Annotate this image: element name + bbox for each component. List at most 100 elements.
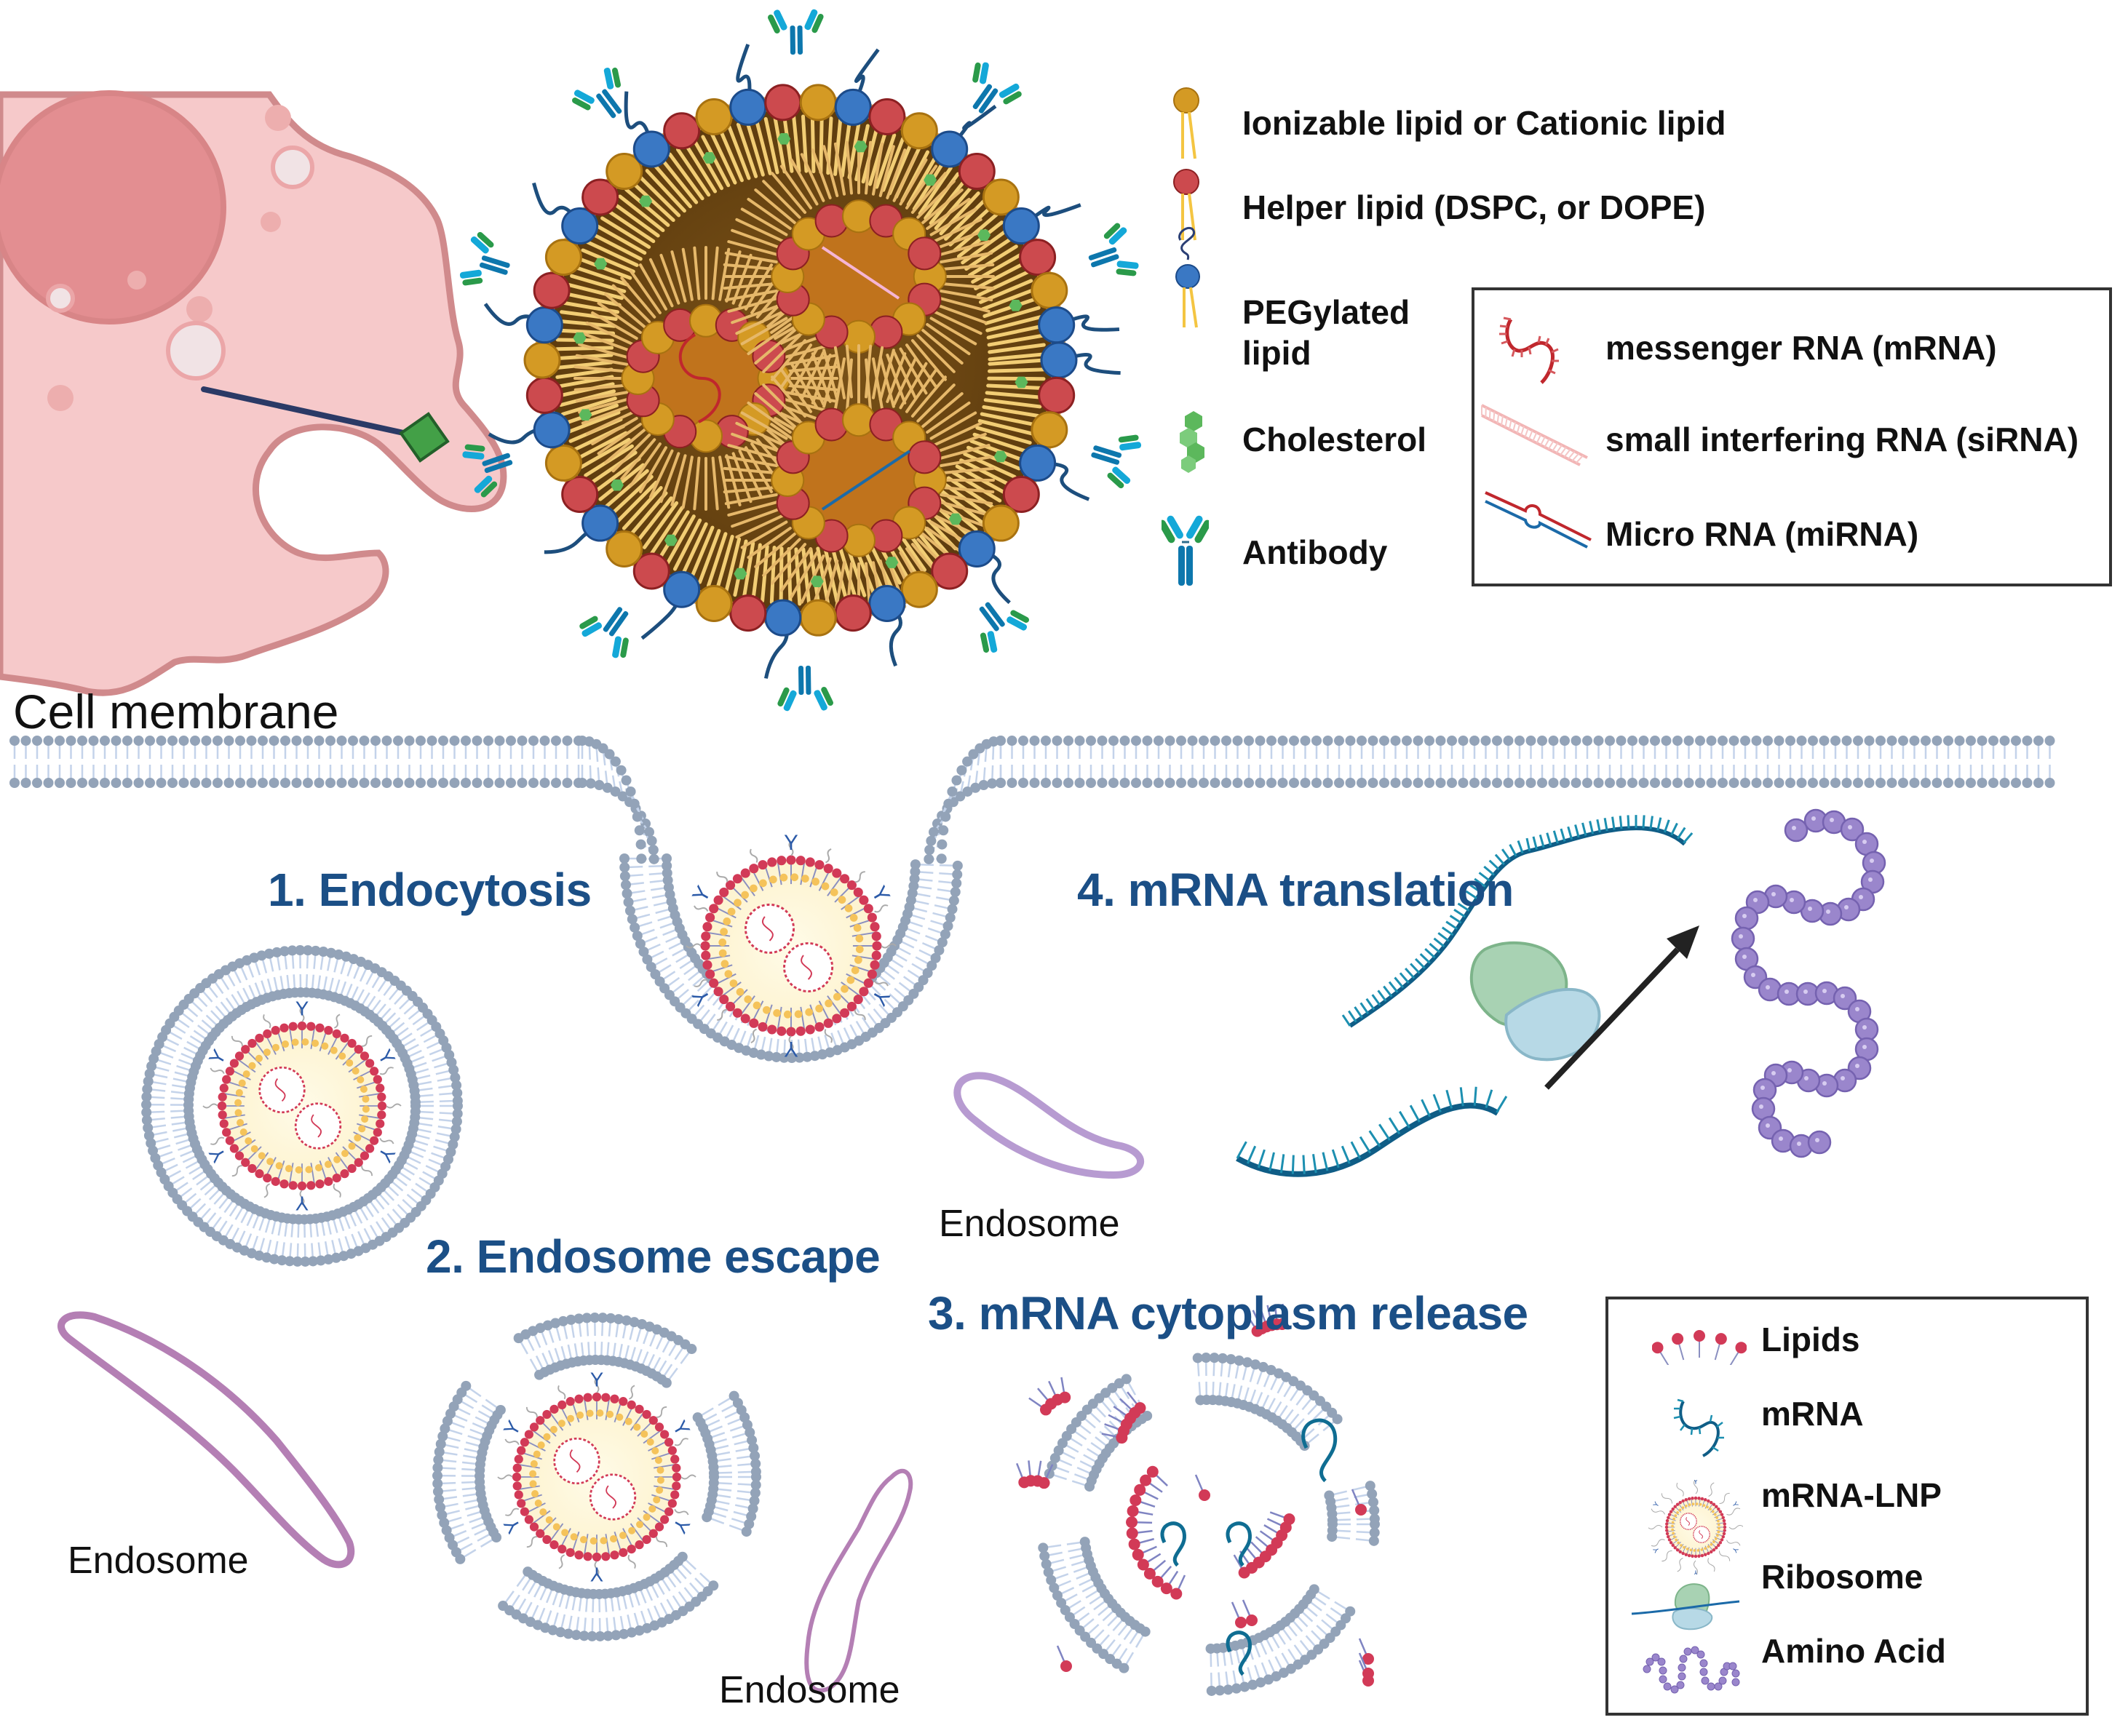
- lipid-head: [517, 1446, 526, 1455]
- membrane-lipid-head: [1322, 778, 1333, 788]
- cholesterol: [664, 534, 678, 546]
- membrane-lipid-head: [1492, 736, 1502, 746]
- lipid-head: [225, 1136, 235, 1145]
- membrane-lipid-head: [1413, 778, 1424, 788]
- lipid-head: [1665, 1532, 1670, 1536]
- mirna-icon: [1485, 491, 1592, 549]
- membrane-lipid-head: [948, 895, 959, 906]
- amino-acid-bead: [1699, 1659, 1708, 1668]
- peg-chain: [525, 1406, 538, 1418]
- membrane-lipid-head: [1447, 778, 1457, 788]
- surface-antibody: [572, 67, 622, 119]
- amino-acid-bead: [1645, 1657, 1654, 1666]
- membrane-lipid-head: [167, 736, 178, 746]
- amino-acid-bead: [1731, 1678, 1740, 1687]
- membrane-lipid-head: [55, 736, 65, 746]
- lipid-head: [732, 874, 742, 884]
- lipid-head: [1671, 1507, 1675, 1511]
- membrane-lipid-head: [638, 947, 649, 957]
- membrane-lipid-head: [404, 736, 415, 746]
- membrane-lipid-head: [1007, 778, 1017, 788]
- membrane-lipid-head: [1886, 736, 1897, 746]
- lipid-head: [229, 1059, 239, 1068]
- mrna-base: [1581, 822, 1587, 836]
- mrna-base: [1488, 859, 1500, 871]
- lipid-head: [557, 1400, 567, 1410]
- cell-nucleus: [0, 90, 226, 324]
- amino-acid-bead: [1854, 1017, 1879, 1042]
- membrane-lipid-head: [32, 778, 42, 788]
- membrane-lipid-head: [1785, 736, 1795, 746]
- lipid-head: [1715, 1505, 1718, 1508]
- lipid-head: [565, 1397, 575, 1406]
- membrane-lipid-head: [416, 736, 426, 746]
- peg-chain: [1726, 1540, 1741, 1546]
- membrane-lipid-head: [926, 960, 937, 971]
- membrane-lipid-head: [291, 778, 302, 788]
- legend-label-mrna: mRNA: [1761, 1395, 1864, 1433]
- membrane-lipid-head: [295, 945, 306, 956]
- lipid-head: [1665, 1518, 1670, 1523]
- lipid-head: [660, 1430, 670, 1439]
- mrna-base: [1485, 1089, 1493, 1109]
- mrna-base: [1269, 1152, 1275, 1171]
- membrane-lipid-head: [433, 1454, 444, 1465]
- membrane-lipid-head: [970, 782, 981, 793]
- lipid-head: [1715, 1546, 1718, 1550]
- lipid-head: [373, 1128, 382, 1137]
- membrane-lipid-head: [146, 1138, 156, 1149]
- membrane-lipid-head: [437, 1510, 448, 1521]
- membrane-lipid-head: [269, 1254, 279, 1265]
- membrane-lipid-head: [1266, 778, 1277, 788]
- amino-acid-bead: [1678, 1672, 1686, 1681]
- lipid-head: [542, 1534, 552, 1545]
- peg-chain: [386, 1103, 402, 1109]
- helper-lipid-head: [958, 153, 996, 191]
- lipid-head: [1723, 1525, 1727, 1529]
- membrane-lipid-head: [952, 869, 963, 880]
- antibody-glyph: Y: [784, 831, 798, 855]
- mrna-base: [1596, 819, 1601, 833]
- lipid-head: [713, 987, 723, 997]
- lipid-head: [1669, 1510, 1673, 1513]
- membrane-lipid-head: [1119, 736, 1130, 746]
- lipid-head: [672, 1472, 682, 1482]
- membrane-lipid-head: [924, 853, 934, 864]
- peg-chain: [1726, 1508, 1741, 1516]
- legend-label-cholesterol: Cholesterol: [1242, 421, 1427, 458]
- amino-acid-bead: [1833, 986, 1857, 1011]
- mrna-base: [1354, 1006, 1363, 1019]
- sirna-cargo: [821, 246, 900, 300]
- membrane-lipid-head: [9, 778, 20, 788]
- membrane-lipid-head: [156, 736, 167, 746]
- lipid-head: [340, 1033, 349, 1043]
- released-lipid: [1134, 1484, 1146, 1496]
- helper-lipid-icon: [1173, 169, 1199, 241]
- lipid-head: [354, 1045, 363, 1054]
- membrane-lipid-head: [1266, 736, 1277, 746]
- lipid-head: [288, 1022, 298, 1031]
- membrane-lipid-head: [1977, 736, 1988, 746]
- membrane-lipid-head: [1582, 736, 1592, 746]
- cholesterol: [993, 450, 1007, 463]
- mrna-base: [1461, 896, 1474, 906]
- lipid-head: [719, 887, 729, 897]
- vesicle: [186, 296, 213, 322]
- amino-acid-bead: [1657, 1657, 1666, 1666]
- membrane-lipid-head: [634, 825, 645, 836]
- membrane-lipid-head: [1018, 778, 1028, 788]
- membrane-lipid-head: [1841, 736, 1852, 746]
- membrane-lipid-head: [359, 736, 370, 746]
- membrane-lipid-head: [235, 736, 245, 746]
- lipid-head: [1712, 1548, 1716, 1552]
- membrane-lipid-head: [747, 1503, 758, 1514]
- ionizable-lipid-head: [544, 239, 582, 276]
- membrane-lipid-head: [1853, 778, 1863, 788]
- lipid-head: [1715, 1333, 1727, 1345]
- membrane-lipid-head: [1966, 736, 1976, 746]
- lipid-head: [263, 1029, 272, 1039]
- peg-chain: [379, 1137, 394, 1144]
- lipid-head: [667, 1446, 677, 1455]
- peg-chain: [1719, 1550, 1731, 1561]
- lipid-head: [795, 856, 806, 866]
